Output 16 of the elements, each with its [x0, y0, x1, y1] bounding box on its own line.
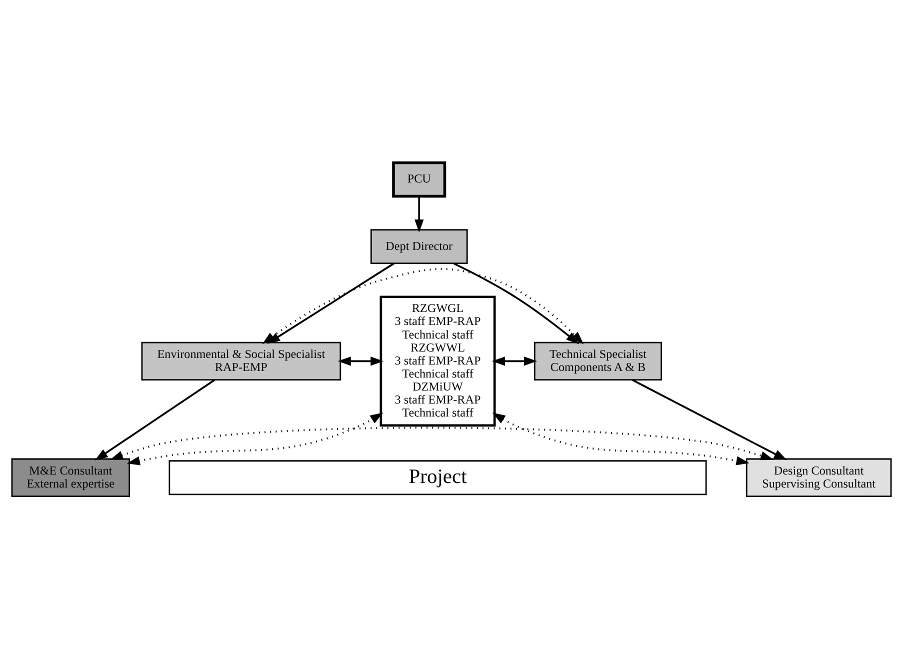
- node-box: Environmental & Social Specialist RAP-EMP: [141, 341, 342, 380]
- arrow: [94, 378, 216, 460]
- arrow: [414, 196, 424, 232]
- node-box: PCU: [392, 160, 446, 198]
- arrow: [110, 426, 774, 460]
- node-box: RZGWGL 3 staff EMP-RAP Technical staff RZGWWL 3 staff EMP-RAP Technical staff DZMiUW 3 staff EMP-RAP Technical staff: [380, 295, 496, 426]
- node-box: Project: [168, 460, 707, 495]
- node-box: Design Consultant Supervising Consultant: [746, 458, 892, 496]
- arrow: [492, 412, 750, 465]
- arrow: [338, 356, 384, 366]
- arrow: [126, 412, 384, 465]
- arrow: [632, 378, 787, 460]
- node-box: Technical Specialist Components A & B: [534, 341, 662, 380]
- arrow: [492, 356, 538, 366]
- node-box: M&E Consultant External expertise: [11, 458, 130, 496]
- node-box: Dept Director: [370, 228, 468, 264]
